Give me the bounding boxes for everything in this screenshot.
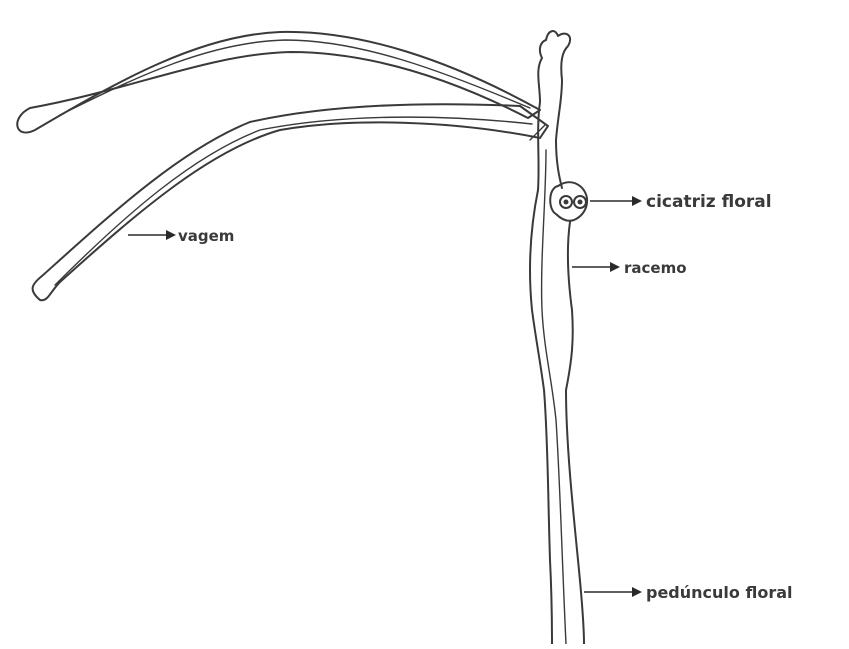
label-flower-peduncle: pedúnculo floral — [584, 583, 792, 602]
raceme-label: racemo — [624, 259, 687, 277]
main-stem — [530, 31, 587, 644]
raceme-arrowhead — [610, 262, 620, 272]
floral-scar-label: cicatriz floral — [646, 192, 772, 212]
pod-label: vagem — [178, 227, 234, 245]
upper-pod — [17, 32, 540, 133]
flower-peduncle-arrowhead — [632, 587, 642, 597]
pod-arrowhead — [166, 230, 176, 240]
lower-pod — [33, 104, 548, 300]
label-raceme: racemo — [572, 259, 687, 277]
label-pod: vagem — [128, 227, 234, 245]
label-floral-scar: cicatriz floral — [590, 192, 772, 212]
floral-scar-arrowhead — [632, 196, 642, 206]
flower-peduncle-label: pedúnculo floral — [646, 583, 792, 602]
